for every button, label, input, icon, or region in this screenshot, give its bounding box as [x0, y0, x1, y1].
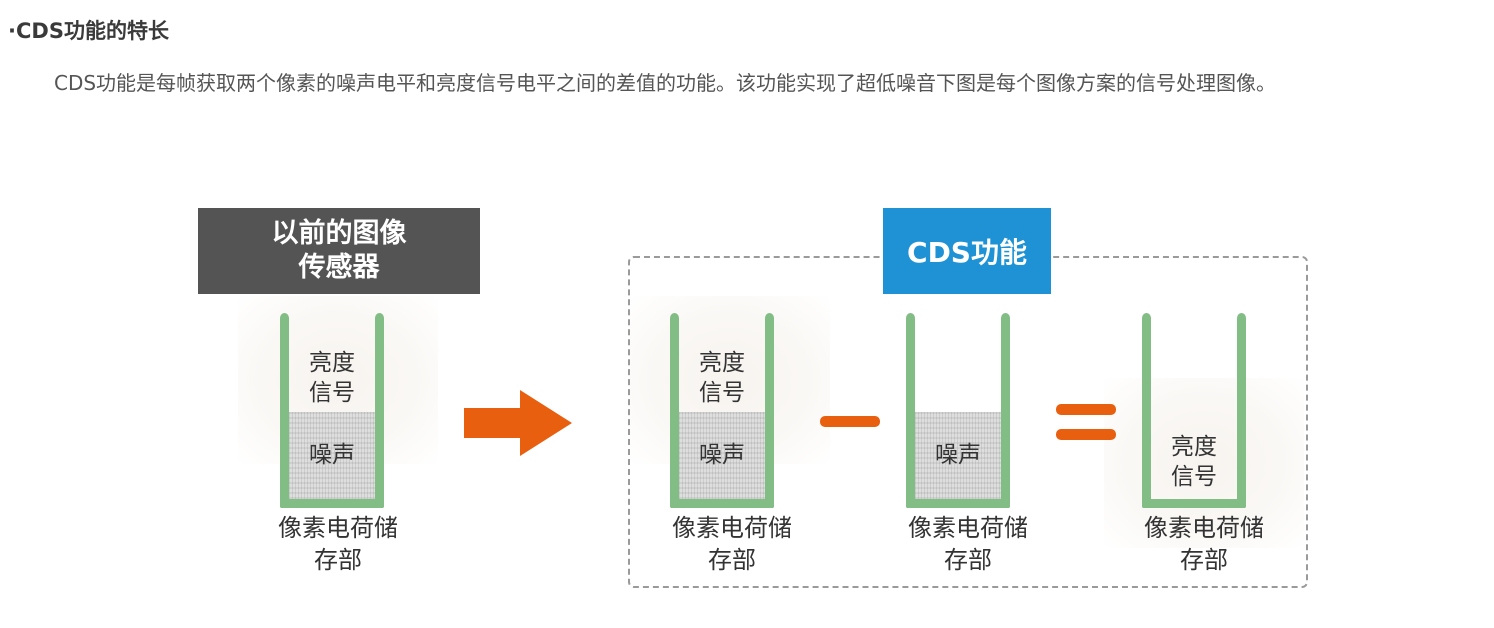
noise-layer: 噪声	[679, 412, 765, 499]
noise-label: 噪声	[309, 442, 355, 468]
noise-label: 噪声	[935, 442, 981, 468]
equals-sign-icon	[1056, 404, 1116, 415]
description-paragraph: CDS功能是每帧获取两个像素的噪声电平和亮度信号电平之间的差值的功能。该功能实现…	[54, 71, 1277, 95]
pixel-storage-cup-signal: 亮度信号 噪声	[670, 313, 774, 508]
cup-rim-right	[765, 313, 774, 323]
pixel-storage-cup-result: 亮度信号	[1142, 313, 1246, 508]
cup-rim-right	[1237, 313, 1246, 323]
noise-layer: 噪声	[289, 412, 375, 499]
minus-sign-icon	[820, 416, 880, 427]
section-heading: ·CDS功能的特长	[8, 19, 169, 43]
brightness-signal-label: 亮度信号	[309, 350, 355, 406]
cup-rim-left	[670, 313, 679, 323]
pixel-storage-cup-old: 亮度信号 噪声	[280, 313, 384, 508]
brightness-signal-label: 亮度信号	[1171, 434, 1217, 490]
noise-label: 噪声	[699, 442, 745, 468]
right-arrow-icon	[464, 390, 572, 456]
cup-rim-left	[906, 313, 915, 323]
pixel-storage-cup-noise: 噪声	[906, 313, 1010, 508]
cup-rim-left	[1142, 313, 1151, 323]
cup-rim-right	[1001, 313, 1010, 323]
equals-sign-icon	[1056, 429, 1116, 440]
old-sensor-text: 以前的图像传感器	[271, 218, 407, 283]
pixel-storage-caption: 像素电荷储存部	[908, 514, 1028, 574]
cds-function-label: CDS功能	[883, 208, 1051, 294]
cup-glow-4	[1104, 378, 1304, 548]
pixel-storage-caption: 像素电荷储存部	[1144, 514, 1264, 574]
pixel-storage-caption: 像素电荷储存部	[278, 514, 398, 574]
noise-layer: 噪声	[915, 412, 1001, 499]
cup-rim-left	[280, 313, 289, 323]
cds-label-text: CDS功能	[907, 236, 1027, 269]
brightness-signal-label: 亮度信号	[699, 350, 745, 406]
cup-rim-right	[375, 313, 384, 323]
pixel-storage-caption: 像素电荷储存部	[672, 514, 792, 574]
old-sensor-label: 以前的图像传感器	[198, 208, 480, 294]
